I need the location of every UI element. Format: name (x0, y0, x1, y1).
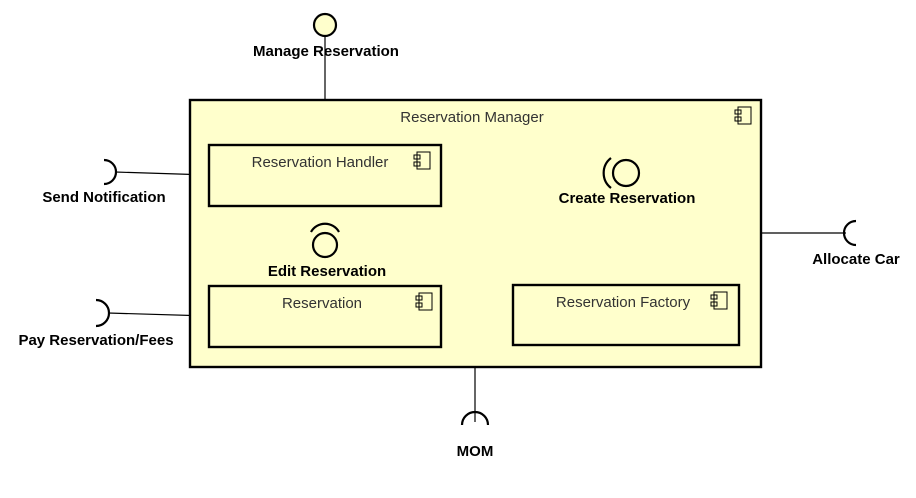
provided-interface-icon (311, 231, 339, 259)
reservation-title: Reservation (282, 295, 362, 312)
create-reservation-interface[interactable]: Create Reservation (559, 157, 696, 207)
component-icon (415, 292, 433, 311)
required-interface-icon (460, 410, 490, 426)
mom-interface[interactable]: MOM (457, 410, 494, 460)
manage-reservation-label: Manage Reservation (253, 43, 399, 60)
pay-reservation-interface[interactable]: Pay Reservation/Fees (18, 298, 174, 349)
reservation-factory-box (511, 283, 741, 347)
required-interface-icon (103, 158, 118, 186)
component-icon (734, 106, 752, 125)
reservation-factory-title: Reservation Factory (556, 294, 691, 311)
required-interface-icon (842, 219, 857, 247)
required-interface-icon (602, 157, 612, 189)
create-reservation-label: Create Reservation (559, 190, 696, 207)
reservation-component[interactable]: Reservation (207, 284, 443, 349)
reservation-handler-title: Reservation Handler (252, 154, 389, 171)
reservation-handler-box (207, 143, 443, 208)
mom-label: MOM (457, 443, 494, 460)
component-icon (710, 291, 728, 310)
reservation-factory-component[interactable]: Reservation Factory (511, 283, 741, 347)
provided-interface-icon (611, 158, 641, 188)
pay-reservation-label: Pay Reservation/Fees (18, 332, 173, 349)
send-notification-label: Send Notification (42, 189, 165, 206)
required-interface-icon (95, 298, 111, 328)
edit-reservation-interface[interactable]: Edit Reservation (268, 222, 386, 280)
edit-reservation-label: Edit Reservation (268, 263, 386, 280)
provided-interface-icon (312, 12, 338, 38)
component-icon (413, 151, 431, 170)
reservation-manager-title: Reservation Manager (400, 109, 543, 126)
send-notification-interface[interactable]: Send Notification (42, 158, 166, 206)
allocate-car-label: Allocate Car (812, 251, 900, 268)
allocate-car-interface[interactable]: Allocate Car (812, 219, 900, 268)
manage-reservation-interface[interactable]: Manage Reservation (253, 12, 399, 60)
required-interface-icon (310, 222, 340, 233)
reservation-handler-component[interactable]: Reservation Handler (207, 143, 443, 208)
reservation-box (207, 284, 443, 349)
